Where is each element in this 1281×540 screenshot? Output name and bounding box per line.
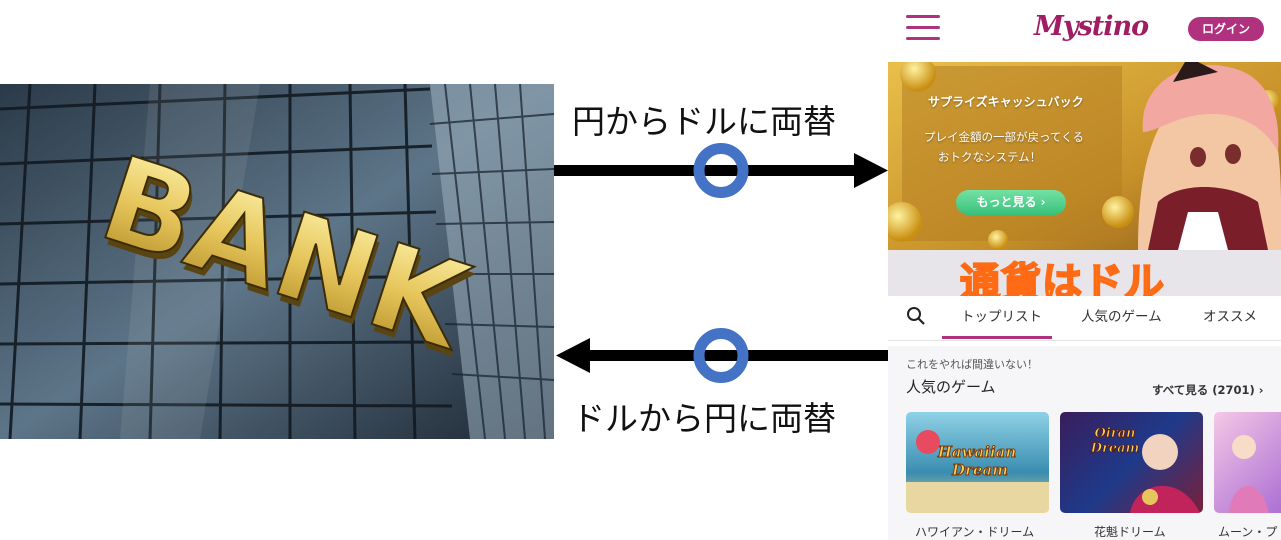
exchange-dollar-to-yen-label: ドルから円に両替 [572, 399, 836, 438]
arrow-right [554, 153, 888, 188]
mystino-logo[interactable]: Mystino [1034, 11, 1149, 42]
see-more-button[interactable]: もっと見る › [956, 190, 1066, 215]
search-icon[interactable] [906, 306, 926, 326]
top-bar: Mystino ログイン [888, 0, 1281, 62]
game-title-moon-princess[interactable]: ムーン・プ [1218, 525, 1278, 539]
moon-princess-artwork [1229, 435, 1269, 513]
game-thumbnail-hawaiian-dream[interactable]: Hawaiian Dream [906, 412, 1049, 513]
section-caption: これをやれば間違いない！ [906, 358, 1038, 371]
game-thumbnail-oiran-dream[interactable]: Oiran Dream [1060, 412, 1203, 513]
banner-description-line2: おトクなシステム！ [938, 150, 1042, 164]
see-all-link[interactable]: すべて見る (2701) › [1152, 383, 1264, 397]
game-title-oiran-dream[interactable]: 花魁ドリーム [1094, 525, 1166, 539]
login-button[interactable]: ログイン [1188, 17, 1264, 41]
hamburger-menu-icon[interactable] [888, 0, 958, 60]
game-tabs: トップリスト 人気のゲーム オススメ [888, 296, 1281, 341]
bank-building-illustration: BANK BANK [0, 84, 554, 439]
active-tab-indicator [942, 336, 1052, 339]
exchange-arrows [554, 143, 890, 383]
cashback-banner[interactable]: サプライズキャッシュバック プレイ金額の一部が戻ってくる おトクなシステム！ も… [888, 62, 1281, 250]
ok-circle-icon [693, 328, 749, 383]
svg-text:Dream: Dream [1090, 441, 1140, 456]
popular-games-section: これをやれば間違いない！ 人気のゲーム すべて見る (2701) › Hawai… [888, 346, 1281, 540]
svg-text:Dream: Dream [951, 461, 1008, 479]
tab-top-list[interactable]: トップリスト [961, 309, 1042, 325]
game-title-hawaiian-dream[interactable]: ハワイアン・ドリーム [915, 525, 1035, 539]
banner-description-line1: プレイ金額の一部が戻ってくる [924, 130, 1084, 144]
section-title: 人気のゲーム [906, 378, 996, 396]
banner-title: サプライズキャッシュバック [928, 95, 1084, 109]
tab-popular-games[interactable]: 人気のゲーム [1081, 309, 1162, 325]
currency-note-strip: 通貨はドル [888, 250, 1281, 307]
svg-text:Hawaiian: Hawaiian [937, 443, 1017, 461]
casino-mobile-screenshot: Mystino ログイン [888, 0, 1281, 540]
anime-character-illustration [1138, 62, 1281, 250]
game-thumbnail-moon-princess[interactable] [1214, 412, 1281, 513]
exchange-yen-to-dollar-label: 円からドルに両替 [572, 102, 836, 141]
banner-background [888, 62, 1281, 250]
arrow-left [556, 338, 890, 373]
svg-text:Oiran: Oiran [1095, 426, 1136, 441]
oiran-dream-artwork: Oiran Dream [1089, 426, 1200, 513]
ok-circle-icon [693, 143, 749, 198]
bank-building-image: BANK BANK [0, 84, 554, 439]
tab-recommended[interactable]: オススメ [1203, 309, 1257, 325]
hawaiian-dream-artwork: Hawaiian Dream [906, 430, 1049, 513]
